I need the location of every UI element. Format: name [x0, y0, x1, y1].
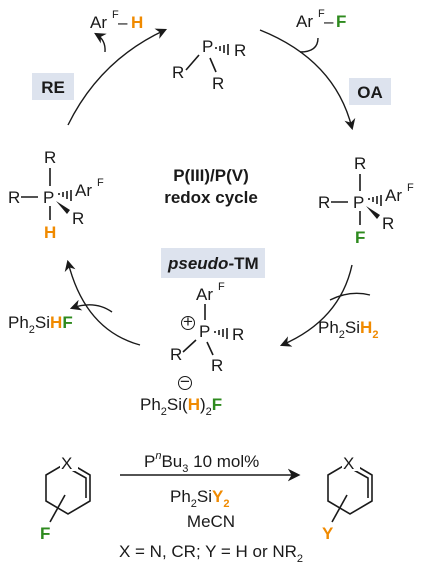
- arrow-release-ArH: [94, 32, 107, 53]
- atom-R: R: [234, 41, 246, 60]
- bond: [185, 54, 200, 71]
- ArF-sup: F: [407, 182, 414, 194]
- heteroatom-X: X: [343, 454, 354, 473]
- arrow-OA: [259, 29, 356, 131]
- bond: [49, 494, 66, 523]
- atom-R: R: [44, 148, 56, 167]
- label-OA: OA: [349, 78, 391, 105]
- ArF-base: Ar: [196, 285, 213, 304]
- atom-R: R: [8, 188, 20, 207]
- dash: –: [324, 12, 334, 31]
- ArF-sup: F: [112, 9, 119, 21]
- cycle-title-2: redox cycle: [164, 188, 258, 207]
- minus-charge: [178, 376, 192, 390]
- plus-sign: +: [183, 312, 193, 331]
- ArF-base: Ar: [385, 186, 402, 205]
- atom-R: R: [382, 214, 394, 233]
- catalyst-label: PnBu3 10 mol%: [144, 450, 259, 475]
- arrow-release-silane: [69, 299, 113, 313]
- phosphorane-fluoride: R R P Ar F R F: [318, 154, 414, 247]
- arrow-enter-silane: [329, 292, 371, 301]
- atom-R: R: [318, 193, 330, 212]
- ArF-sup: F: [218, 281, 225, 293]
- atom-R: R: [170, 345, 182, 364]
- atom-R: R: [72, 209, 84, 228]
- hydrogen-atom: H: [44, 223, 56, 242]
- atom-R: R: [354, 154, 366, 173]
- silicate-anion: − Ph2Si(H)2F: [140, 372, 222, 418]
- atom-R: R: [211, 356, 223, 375]
- pseudo-TM-box: [161, 248, 265, 278]
- ArF-base: Ar: [90, 13, 107, 32]
- minus-sign: −: [180, 372, 190, 391]
- pseudo-TM-label: pseudo-TM: [167, 254, 259, 273]
- phosphine-top: P R R R: [172, 37, 246, 93]
- phosphonium-cation: Ar F + P R R R: [170, 281, 244, 375]
- reagent-label: Ph2SiY2: [170, 487, 230, 510]
- atom-P: P: [199, 322, 210, 341]
- heteroatom-X: X: [61, 454, 72, 473]
- atom-R: R: [232, 325, 244, 344]
- arrow-fluoride-transfer: [64, 259, 141, 346]
- hashed-bond: [215, 44, 229, 55]
- atom-P: P: [202, 37, 213, 56]
- solvent-label: MeCN: [187, 512, 235, 531]
- atom-P: P: [43, 188, 54, 207]
- bond: [206, 341, 214, 356]
- arene-H-product: Ar F – H: [90, 9, 143, 32]
- silane-fluoride-product: Ph2SiHF: [8, 313, 73, 336]
- bond: [209, 57, 217, 73]
- step-OA: OA: [357, 83, 383, 102]
- bond: [182, 339, 197, 353]
- arrow-RE: [67, 28, 168, 126]
- hashed-bond: [58, 190, 72, 201]
- plus-charge: [181, 316, 195, 330]
- ArF-sup: F: [97, 177, 104, 189]
- bond: [331, 494, 348, 523]
- fluorine-atom: F: [355, 228, 365, 247]
- wedge-bond: [56, 201, 70, 214]
- fluorine-atom: F: [336, 12, 346, 31]
- cycle-title-1: P(III)/P(V): [173, 166, 249, 185]
- silane-reagent: Ph2SiH2: [318, 318, 378, 341]
- arrow-enter-ArF: [299, 37, 319, 53]
- atom-R: R: [212, 74, 224, 93]
- label-RE: RE: [32, 73, 74, 100]
- product-ring: X Y: [322, 451, 373, 543]
- phosphorane-hydride: R R P Ar F R H: [8, 148, 104, 242]
- step-RE: RE: [41, 78, 65, 97]
- silicate-formula: Ph2Si(H)2F: [140, 395, 222, 418]
- arene-F-substrate: Ar F – F: [296, 8, 346, 31]
- substituent-Y: Y: [322, 524, 334, 543]
- hashed-bond: [214, 328, 228, 339]
- wedge-bond: [366, 206, 380, 219]
- substrate-ring: X F: [40, 451, 91, 543]
- fluorine-atom: F: [40, 524, 50, 543]
- hashed-bond: [368, 195, 382, 206]
- ArF-sup: F: [318, 8, 325, 20]
- scope-label: X = N, CR; Y = H or NR2: [119, 542, 303, 565]
- atom-P: P: [353, 193, 364, 212]
- atom-R: R: [172, 63, 184, 82]
- dash: –: [118, 13, 128, 32]
- ArF-base: Ar: [75, 181, 92, 200]
- hydrogen-atom: H: [131, 13, 143, 32]
- arrow-hydride-transfer: [279, 264, 353, 347]
- ArF-base: Ar: [296, 12, 313, 31]
